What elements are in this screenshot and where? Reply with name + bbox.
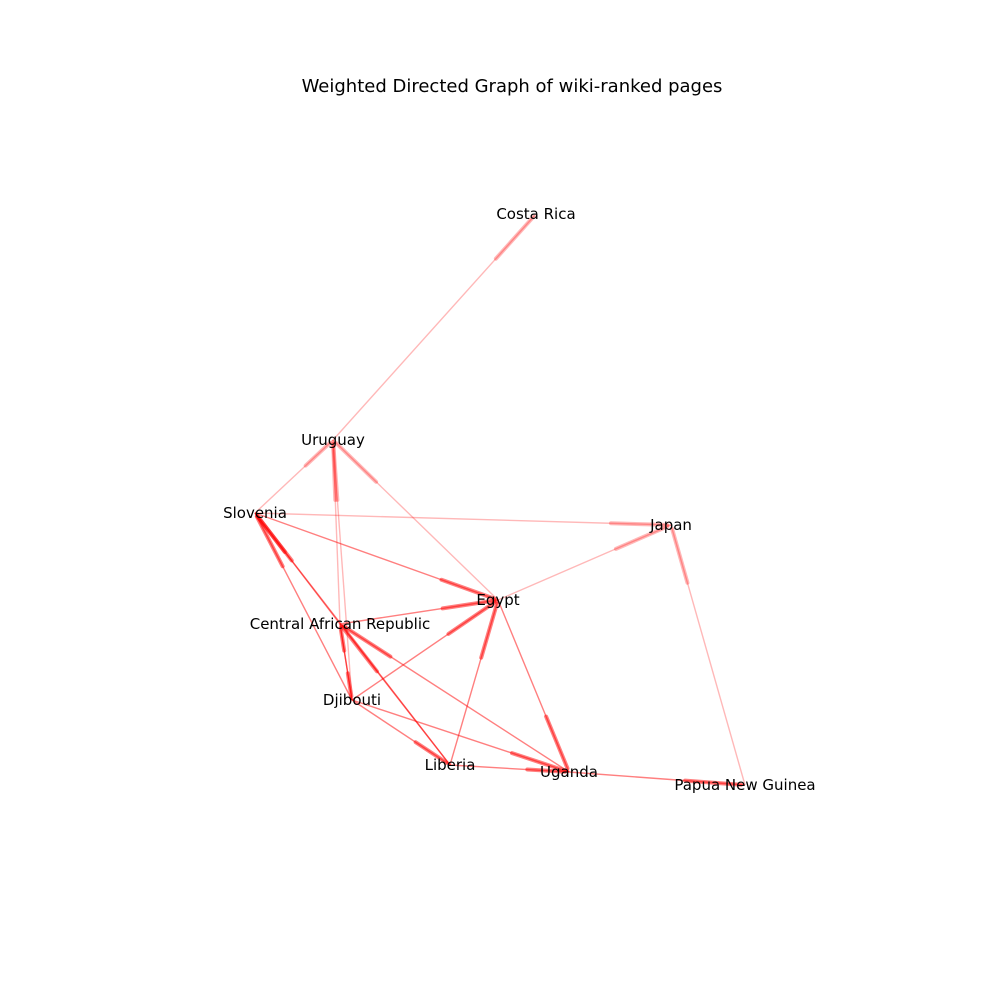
node-label-uruguay: Uruguay — [301, 431, 365, 449]
edge-arrow-djibouti-to-uganda — [510, 751, 568, 773]
edge-arrow-egypt-to-japan — [613, 524, 670, 551]
edge-arrow-liberia-to-uganda — [525, 767, 568, 774]
edges-layer — [254, 213, 746, 787]
edge-arrow-liberia-to-central-african-republic — [340, 625, 379, 674]
edge-papua-new-guinea-to-japan — [670, 524, 746, 786]
edge-arrow-uganda-to-central-african-republic — [341, 624, 393, 659]
edge-arrow-liberia-to-slovenia — [255, 514, 294, 563]
edge-arrow-papua-new-guinea-to-japan — [670, 526, 690, 585]
edge-arrow-slovenia-to-uruguay — [303, 440, 333, 468]
edge-arrow-central-african-republic-to-uruguay — [331, 441, 338, 502]
edge-arrow-uganda-to-papua-new-guinea — [683, 778, 744, 787]
node-label-costa-rica: Costa Rica — [496, 205, 575, 223]
edge-arrow-djibouti-to-liberia — [413, 740, 449, 765]
edge-arrow-slovenia-to-japan — [609, 521, 670, 527]
edge-slovenia-to-japan — [254, 512, 672, 526]
edge-arrow-central-african-republic-to-djibouti — [345, 671, 354, 699]
node-label-djibouti: Djibouti — [323, 691, 381, 709]
edge-djibouti-to-uruguay — [332, 439, 353, 701]
edge-egypt-to-uruguay — [332, 439, 499, 601]
edge-arrow-djibouti-to-egypt — [446, 600, 497, 636]
edge-arrow-liberia-to-egypt — [479, 601, 499, 660]
node-labels-layer: Costa RicaUruguaySloveniaJapanEgyptCentr… — [223, 205, 816, 794]
node-label-uganda: Uganda — [540, 763, 598, 781]
edge-arrow-djibouti-to-slovenia — [254, 514, 285, 569]
edge-arrow-uruguay-to-costa-rica — [493, 214, 536, 261]
edge-arrow-egypt-to-uganda — [544, 714, 570, 771]
node-label-slovenia: Slovenia — [223, 504, 287, 522]
graph-title: Weighted Directed Graph of wiki-ranked p… — [302, 76, 723, 97]
edge-slovenia-to-uruguay — [254, 439, 334, 514]
node-label-central-african-republic: Central African Republic — [250, 615, 431, 633]
node-label-egypt: Egypt — [476, 591, 519, 609]
edge-arrow-central-african-republic-to-egypt — [440, 598, 497, 611]
edge-arrow-slovenia-to-egypt — [439, 577, 497, 601]
node-label-papua-new-guinea: Papua New Guinea — [674, 776, 815, 794]
edge-arrow-djibouti-to-uruguay — [331, 441, 340, 502]
edge-arrow-egypt-to-uruguay — [333, 440, 379, 484]
edge-egypt-to-japan — [497, 524, 672, 601]
node-label-japan: Japan — [649, 516, 692, 534]
edge-central-african-republic-to-uruguay — [332, 439, 341, 625]
edge-uruguay-to-costa-rica — [332, 213, 537, 441]
node-label-liberia: Liberia — [425, 756, 476, 774]
